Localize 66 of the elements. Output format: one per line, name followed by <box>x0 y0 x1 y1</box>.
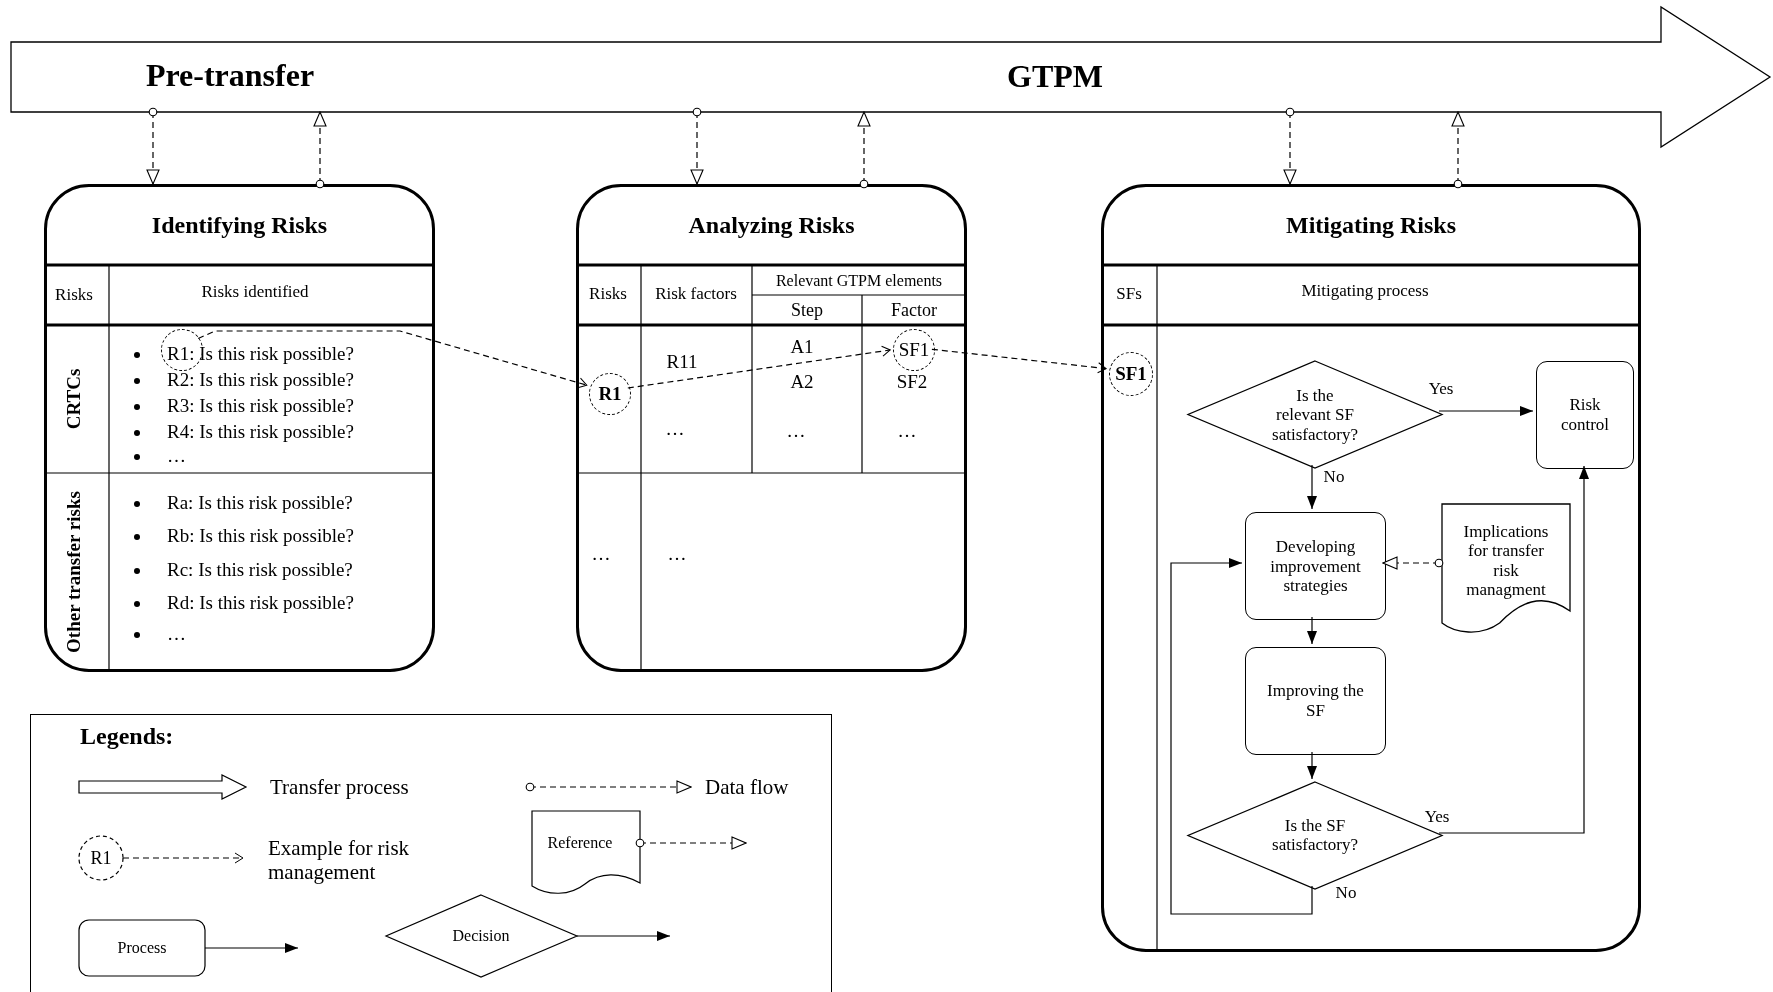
risk-question: Rd: Is this risk possible? <box>167 592 354 614</box>
process-title: Pre-transfer <box>145 56 315 94</box>
risk-question: … <box>167 445 186 467</box>
table-cell-text: Risks <box>589 284 627 304</box>
risk-question: R1: Is this risk possible? <box>167 343 354 365</box>
table-cell-text: Risks identified <box>201 282 309 302</box>
table-cell-text: Mitigating process <box>1301 281 1429 301</box>
stage-panel <box>576 184 967 672</box>
legend-title: Legends: <box>80 723 174 751</box>
flow-arrow <box>1170 558 1313 915</box>
legend-text: Process <box>117 938 167 958</box>
risk-question: R2: Is this risk possible? <box>167 369 354 391</box>
process-title: GTPM <box>1007 57 1103 95</box>
table-cell-text: Step <box>791 299 823 321</box>
table-cell-text: … <box>897 420 917 442</box>
legend-text: Data flow <box>705 774 789 800</box>
risk-question: R4: Is this risk possible? <box>167 421 354 443</box>
reference-document: Implications for transfer risk managment <box>1442 504 1570 633</box>
panel-title: Identifying Risks <box>151 212 328 240</box>
legend-text: Decision <box>452 926 510 946</box>
risk-question: … <box>167 623 186 645</box>
flow-arrow <box>1438 465 1589 834</box>
legend-text: Transfer process <box>270 774 409 800</box>
table-cell-text: Risk factors <box>655 284 737 304</box>
risk-question: R3: Is this risk possible? <box>167 395 354 417</box>
row-header: Other transfer risks <box>63 491 85 653</box>
stage-panel <box>1101 184 1641 952</box>
risk-question: Ra: Is this risk possible? <box>167 492 353 514</box>
table-cell-text: Risks <box>55 285 93 305</box>
table-cell-text: … <box>667 543 687 565</box>
row-header: CRTCs <box>63 368 85 430</box>
data-flow-arrow <box>690 107 704 185</box>
flow-arrow <box>1307 751 1317 780</box>
legend-text: Example for risk management <box>268 835 411 885</box>
dashed-arrow <box>627 345 891 389</box>
table-cell-text: A2 <box>790 371 814 393</box>
table-cell-text: R11 <box>666 351 698 373</box>
flow-arrow <box>1307 464 1317 510</box>
table-cell-text: Relevant GTPM elements <box>775 271 943 291</box>
data-flow-arrow <box>146 107 160 185</box>
process-box: Improving the SF <box>1245 647 1386 755</box>
data-flow-arrow <box>1451 111 1465 189</box>
process-box: Risk control <box>1536 361 1634 469</box>
legend-text: Reference <box>547 833 613 853</box>
sample-label: R1 <box>90 847 112 869</box>
risk-question: Rb: Is this risk possible? <box>167 525 354 547</box>
process-box: Developing improvement strategies <box>1245 512 1386 620</box>
data-flow-arrow <box>1283 107 1297 185</box>
stage-panel <box>44 184 435 672</box>
flow-arrow <box>1307 616 1317 645</box>
dashed-arrow <box>197 330 588 389</box>
table-cell-text: … <box>786 420 806 442</box>
table-cell-text: A1 <box>790 336 814 358</box>
table-cell-text: SFs <box>1116 284 1142 304</box>
panel-title: Mitigating Risks <box>1286 212 1456 240</box>
dashed-arrow <box>931 348 1107 374</box>
risk-question: Rc: Is this risk possible? <box>167 559 353 581</box>
table-cell-text: Factor <box>891 299 937 321</box>
table-cell-text: SF2 <box>896 371 928 393</box>
flow-arrow <box>1438 406 1534 416</box>
data-flow-arrow <box>1382 556 1444 570</box>
table-cell-text: … <box>665 418 685 440</box>
data-flow-arrow <box>857 111 871 189</box>
panel-title: Analyzing Risks <box>688 212 855 240</box>
table-cell-text: … <box>591 543 611 565</box>
data-flow-arrow <box>313 111 327 189</box>
